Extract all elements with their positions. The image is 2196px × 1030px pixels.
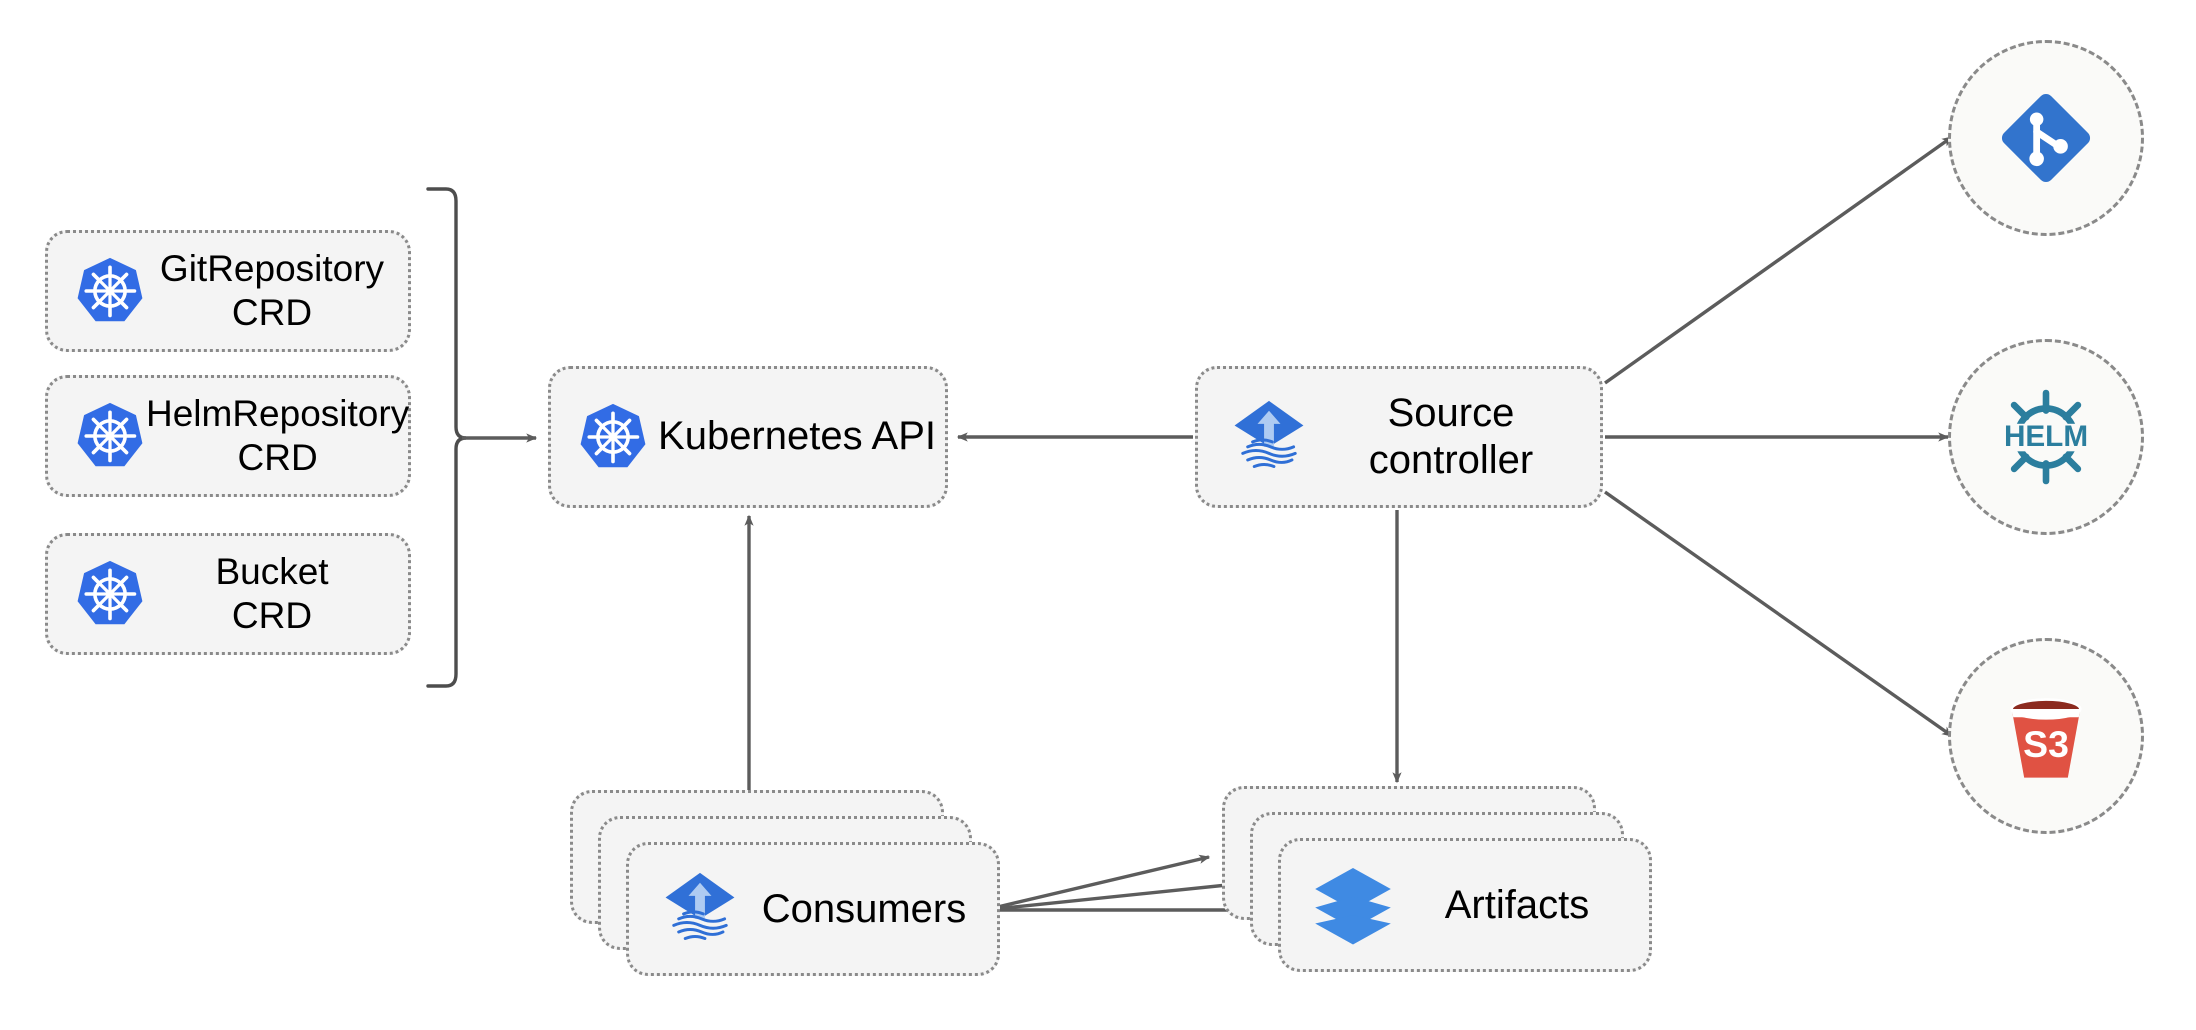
edge-sourcecontroller-to-git xyxy=(1604,135,1953,385)
helm-icon: HELM xyxy=(1991,382,2101,492)
card-git-repository-crd[interactable]: GitRepository CRD xyxy=(45,230,411,352)
kubernetes-icon xyxy=(74,400,146,472)
node-s3-source[interactable]: S3 xyxy=(1948,638,2144,834)
consumers-sheet-front[interactable]: Consumers xyxy=(626,842,1000,976)
node-label: Consumers xyxy=(761,886,967,931)
helm-wordmark: HELM xyxy=(2004,420,2088,453)
node-label: Source controller xyxy=(1368,390,1534,482)
kubernetes-icon xyxy=(74,255,146,327)
crd-group-bracket xyxy=(426,187,467,688)
artifacts-sheet-front[interactable]: Artifacts xyxy=(1278,838,1652,972)
node-helm-source[interactable]: HELM xyxy=(1948,339,2144,535)
kubernetes-icon xyxy=(577,401,649,473)
node-label: Kubernetes API xyxy=(658,414,936,459)
flux-icon xyxy=(659,868,741,950)
card-label: HelmRepository CRD xyxy=(146,393,410,478)
s3-icon: S3 xyxy=(1994,684,2098,788)
node-git-source[interactable] xyxy=(1948,40,2144,236)
node-source-controller[interactable]: Source controller xyxy=(1195,366,1603,508)
node-kubernetes-api[interactable]: Kubernetes API xyxy=(548,366,948,508)
card-label: GitRepository CRD xyxy=(159,248,385,333)
flux-icon xyxy=(1228,396,1310,478)
kubernetes-icon xyxy=(74,558,146,630)
edge-sourcecontroller-to-s3 xyxy=(1604,490,1953,738)
git-icon xyxy=(1994,86,2098,190)
node-consumers[interactable]: Consumers xyxy=(570,790,1000,980)
layers-icon xyxy=(1311,863,1395,947)
node-artifacts[interactable]: Artifacts xyxy=(1222,786,1652,976)
s3-wordmark: S3 xyxy=(2023,723,2069,765)
node-label: Artifacts xyxy=(1444,882,1590,927)
card-label: Bucket CRD xyxy=(215,551,329,636)
card-bucket-crd[interactable]: Bucket CRD xyxy=(45,533,411,655)
card-helm-repository-crd[interactable]: HelmRepository CRD xyxy=(45,375,411,497)
